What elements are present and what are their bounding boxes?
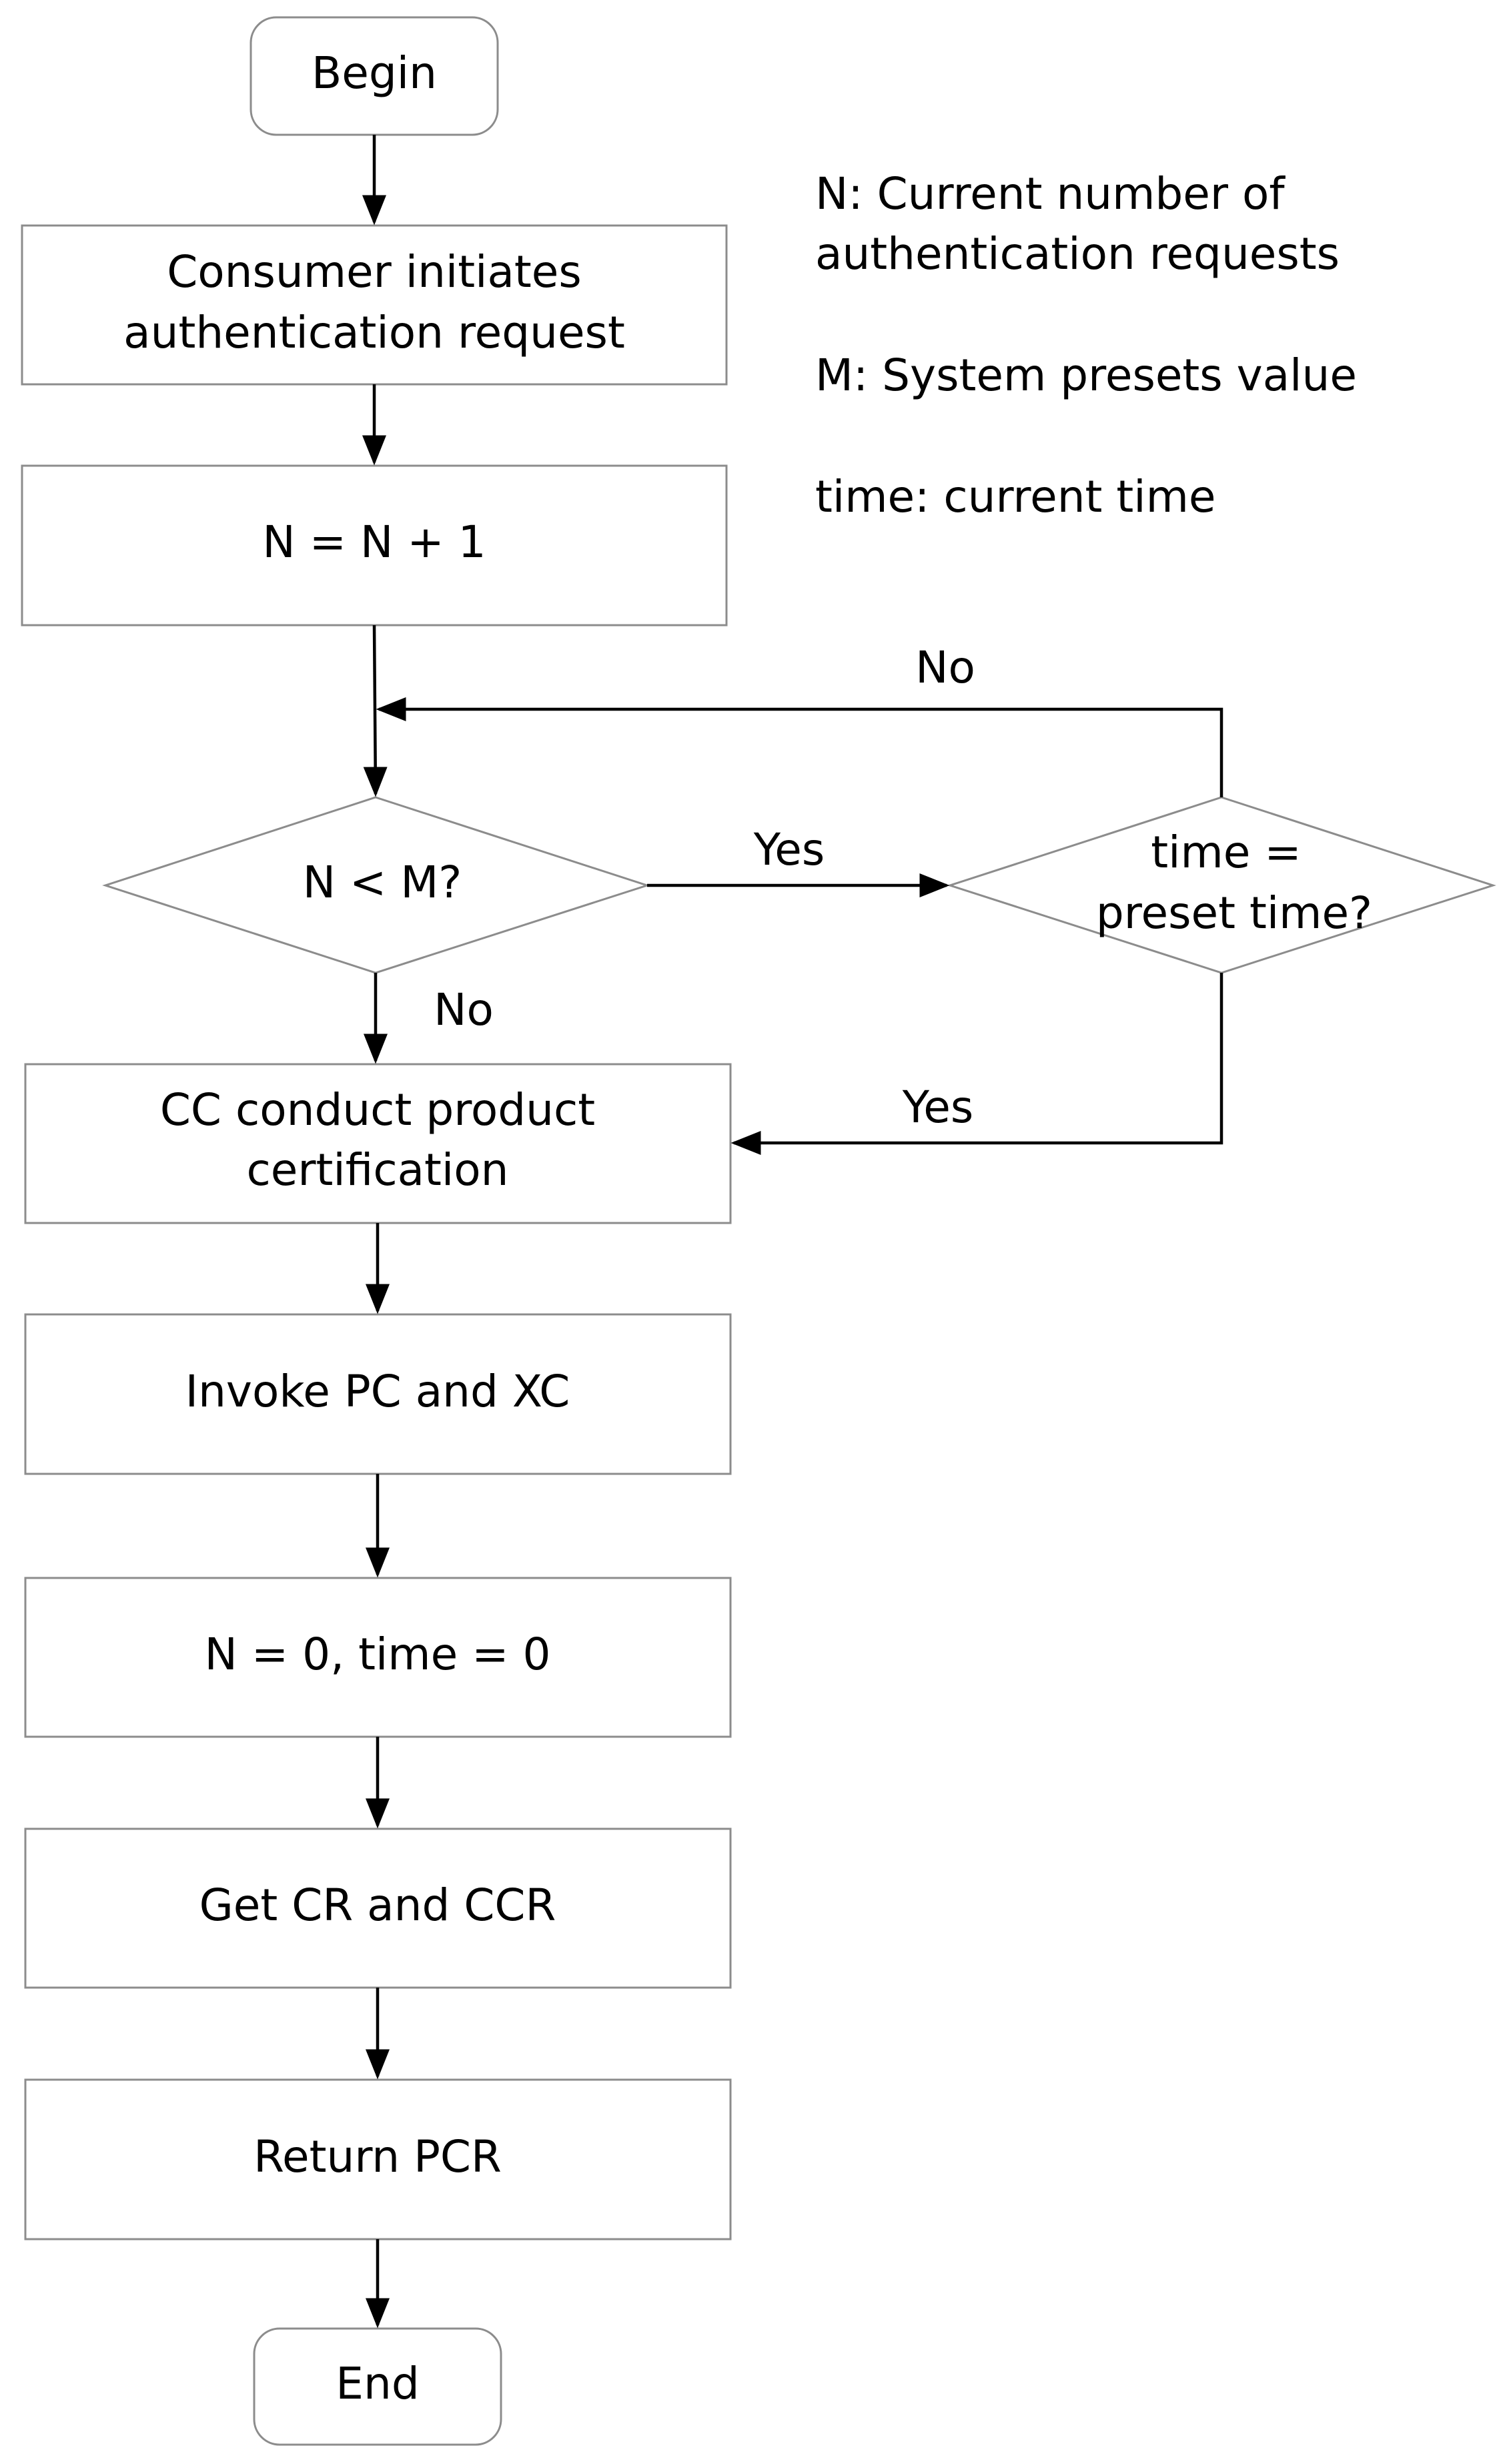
cc-certification-label-line2: certification bbox=[247, 1144, 509, 1196]
consumer-request-process: Consumer initiates authentication reques… bbox=[21, 224, 728, 386]
legend-m-definition: M: System presets value bbox=[815, 350, 1357, 401]
invoke-pc-xc-process: Invoke PC and XC bbox=[24, 1313, 732, 1475]
legend-n-line1: N: Current number of bbox=[815, 168, 1286, 220]
legend-time-definition: time: current time bbox=[815, 471, 1216, 522]
edge-label-time-yes: Yes bbox=[902, 1082, 974, 1133]
consumer-request-label-line1: Consumer initiates bbox=[167, 246, 582, 298]
n-less-than-m-label: N < M? bbox=[303, 857, 462, 908]
begin-label: Begin bbox=[312, 47, 437, 99]
invoke-pc-xc-label: Invoke PC and XC bbox=[185, 1366, 570, 1417]
end-terminal: End bbox=[253, 2327, 502, 2446]
edge-time-no-loop bbox=[376, 697, 1223, 797]
return-pcr-label: Return PCR bbox=[254, 2131, 502, 2182]
reset-counters-label: N = 0, time = 0 bbox=[205, 1629, 551, 1680]
increment-n-label: N = N + 1 bbox=[262, 516, 486, 568]
edge-time-yes-to-cc bbox=[730, 973, 1223, 1155]
edge-increment-to-decision bbox=[363, 625, 388, 797]
return-pcr-process: Return PCR bbox=[24, 2078, 732, 2240]
time-preset-decision: time = preset time? bbox=[947, 796, 1496, 974]
increment-n-process: N = N + 1 bbox=[21, 464, 728, 627]
time-preset-label-line1: time = bbox=[1151, 827, 1301, 878]
edge-label-nm-no: No bbox=[434, 984, 494, 1036]
time-preset-label-line2: preset time? bbox=[1096, 887, 1372, 939]
get-cr-ccr-label: Get CR and CCR bbox=[199, 1880, 556, 1931]
edge-label-time-no: No bbox=[915, 642, 975, 693]
end-label: End bbox=[336, 2358, 419, 2409]
edge-label-nm-yes: Yes bbox=[753, 824, 825, 875]
legend-n-line2: authentication requests bbox=[815, 228, 1340, 280]
legend: N: Current number of authentication requ… bbox=[815, 168, 1357, 522]
reset-counters-process: N = 0, time = 0 bbox=[24, 1577, 732, 1738]
cc-certification-label-line1: CC conduct product bbox=[160, 1084, 595, 1136]
cc-certification-process: CC conduct product certification bbox=[24, 1063, 732, 1224]
n-less-than-m-decision: N < M? bbox=[102, 796, 650, 974]
begin-terminal: Begin bbox=[249, 16, 499, 136]
get-cr-ccr-process: Get CR and CCR bbox=[24, 1827, 732, 1989]
consumer-request-label-line2: authentication request bbox=[123, 307, 625, 358]
